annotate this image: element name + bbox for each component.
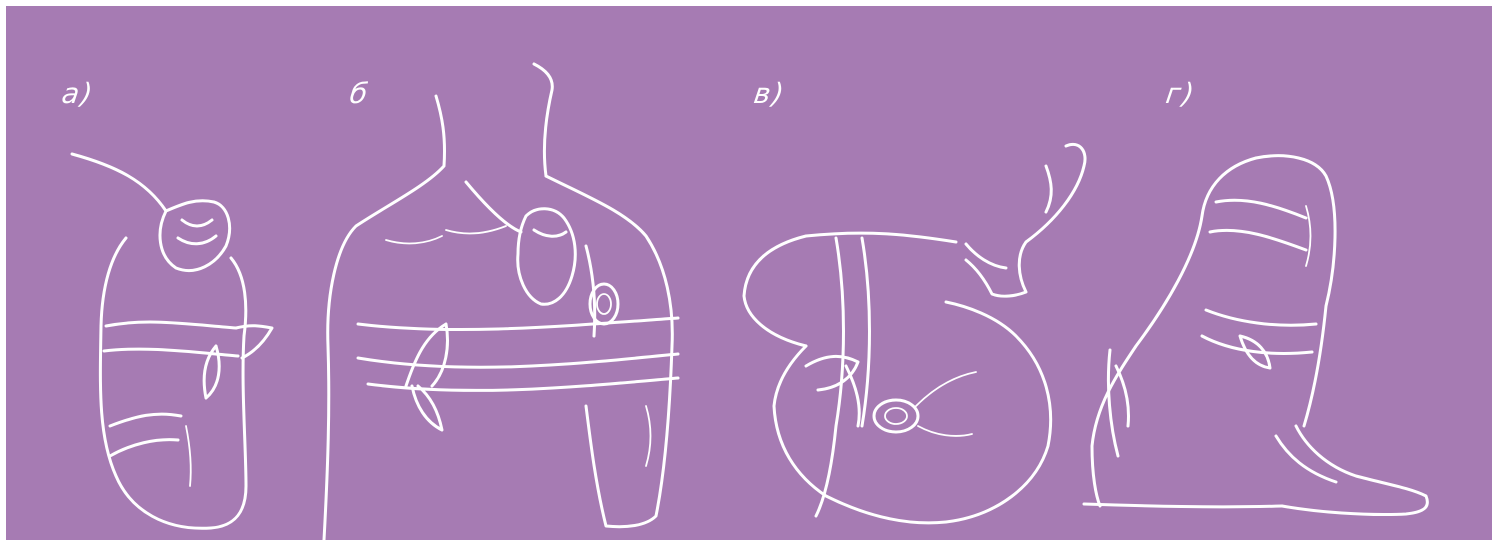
drawing-shoulder-chest-bandage: [324, 64, 678, 540]
bandaging-illustration: [6, 6, 1492, 540]
drawing-hip-bandage: [744, 144, 1085, 522]
drawing-elbow-bandage: [72, 154, 272, 528]
drawing-knee-bandage: [1084, 156, 1427, 515]
illustration-frame: а) б в) г): [6, 6, 1492, 540]
